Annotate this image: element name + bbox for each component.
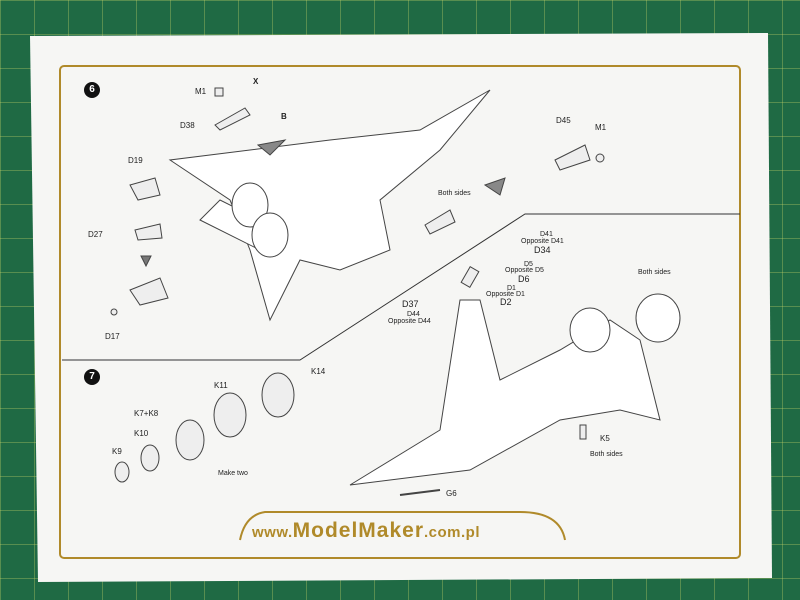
part-label: D38: [180, 121, 195, 130]
parts-step6: [110, 87, 605, 316]
part-label: M1: [595, 123, 607, 132]
note-label: Make two: [218, 470, 248, 477]
part-label: M1: [195, 87, 207, 96]
part-label: K5: [600, 434, 610, 443]
logo-suffix: .com.pl: [424, 524, 481, 541]
note-label: Both sides: [638, 269, 671, 276]
part-label: D2: [500, 297, 512, 307]
part-label: D5: [524, 261, 533, 268]
part-label: K14: [311, 367, 326, 376]
aircraft-step6: [168, 89, 491, 322]
part-label: D1: [507, 285, 516, 292]
part-label: G6: [446, 489, 457, 498]
parts-step7: [114, 266, 587, 483]
part-label: D19: [128, 156, 143, 165]
part-label: Opposite D1: [486, 291, 525, 298]
part-label: B: [281, 112, 287, 121]
part-label: K10: [134, 429, 149, 438]
step-6-badge: 6: [84, 82, 100, 98]
part-label: Opposite D44: [388, 318, 431, 325]
part-label: D37: [402, 299, 419, 309]
gold-frame: [59, 65, 741, 559]
part-label: D6: [518, 274, 530, 284]
aircraft-step7: [349, 293, 681, 496]
part-label: Opposite D41: [521, 238, 564, 245]
part-label: Opposite D5: [505, 267, 544, 274]
part-label: D17: [105, 332, 120, 341]
logo-brand: ModelMaker: [292, 519, 424, 542]
part-label: D34: [534, 245, 551, 255]
part-label: D27: [88, 230, 103, 239]
part-label: K11: [214, 381, 228, 390]
step-divider: [62, 213, 740, 361]
part-label: D44: [407, 311, 420, 318]
modelmaker-logo: www.ModelMaker.com.pl: [252, 519, 480, 543]
step-7-badge: 7: [84, 369, 100, 385]
part-label: K7+K8: [134, 409, 159, 418]
part-label: X: [253, 77, 259, 86]
part-label: K9: [112, 447, 122, 456]
part-label: D45: [556, 116, 571, 125]
logo-prefix: www.: [252, 524, 293, 541]
note-label: Both sides: [438, 190, 471, 197]
part-label: D41: [540, 231, 553, 238]
note-label: Both sides: [590, 451, 623, 458]
logo-arch: [239, 511, 566, 541]
